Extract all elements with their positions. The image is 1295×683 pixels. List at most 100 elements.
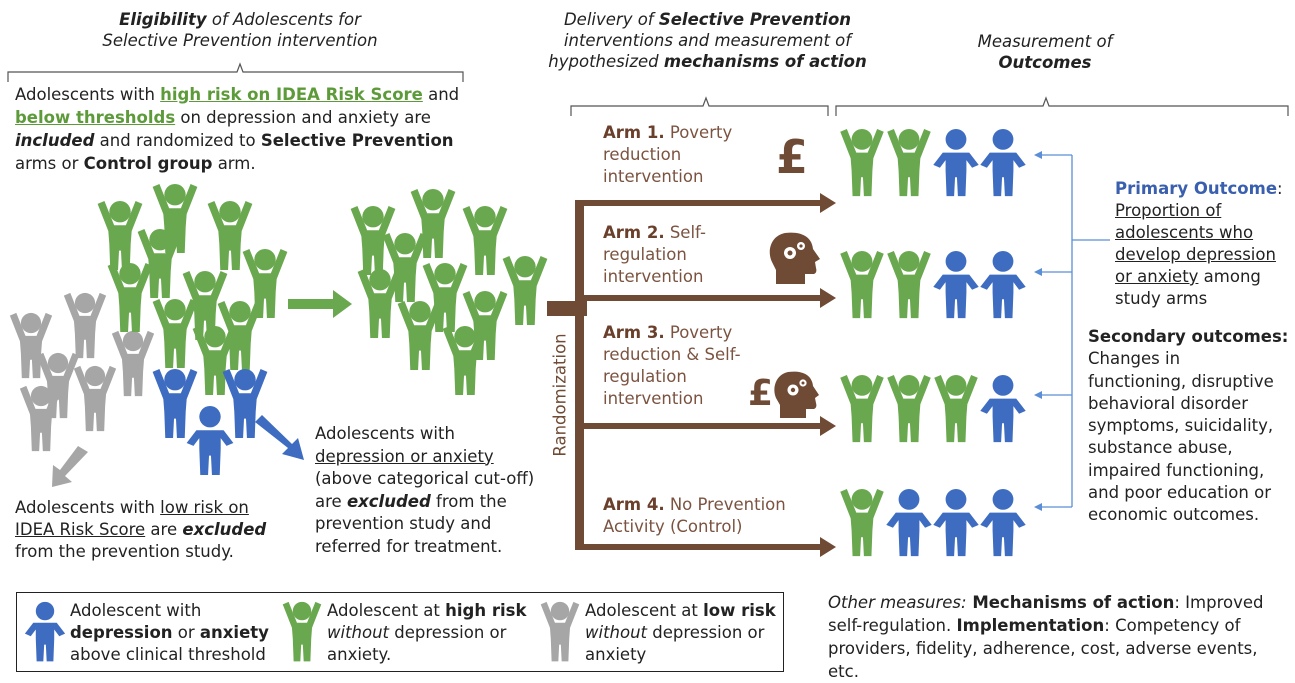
dep-t4: are xyxy=(315,491,347,511)
legend-gray-l1a: Adolescent at xyxy=(585,601,704,620)
arm-1-label: Arm 1. Poverty reduction intervention xyxy=(603,122,732,188)
outcome-person-arm2-high-risk xyxy=(887,250,931,319)
low-risk-t6: from the prevention study. xyxy=(15,542,234,561)
legend-gray-low-risk: low risk xyxy=(703,601,776,620)
secondary-line: economic outcomes. xyxy=(1088,505,1260,525)
randomization-label: Randomization xyxy=(550,333,570,457)
outcome-person-arm4-depressed xyxy=(980,488,1026,557)
primary-l4: or anxiety xyxy=(1115,267,1199,286)
other-mechanisms: Mechanisms of action xyxy=(966,593,1175,612)
secondary-line: functioning, disruptive xyxy=(1088,371,1274,391)
delivery-line3-bold: mechanisms of action xyxy=(663,52,867,71)
arm-2-l1: Self- xyxy=(664,223,706,242)
outcome-person-arm3-high-risk xyxy=(934,374,978,443)
inclusion-text: Adolescents with high risk on IDEA Risk … xyxy=(15,83,475,175)
secondary-title: Secondary outcomes: xyxy=(1088,327,1289,346)
other-t7: providers, fidelity, adherence, cost, ad… xyxy=(828,639,1258,681)
inclusion-t5: on depression and anxiety are xyxy=(175,108,431,127)
arm-4-l1: No Prevention xyxy=(664,495,786,514)
legend-gray-without: without xyxy=(585,623,648,642)
dep-t6: from the xyxy=(430,491,507,511)
include-arrow xyxy=(288,290,352,318)
outcome-person-arm3-depressed xyxy=(980,374,1026,443)
delivery-header: Delivery of Selective Prevention interve… xyxy=(535,9,880,72)
arm-2-l3: intervention xyxy=(603,267,704,286)
primary-colon: : xyxy=(1277,179,1283,198)
arm-3-l4: intervention xyxy=(603,389,704,408)
primary-l1: Proportion of xyxy=(1115,201,1222,220)
outcome-person-arm1-high-risk xyxy=(840,128,884,197)
legend-green-l3: anxiety. xyxy=(327,645,392,664)
secondary-line: symptoms, suicidality, xyxy=(1088,416,1274,436)
inclusion-selective-prevention: Selective Prevention xyxy=(260,131,454,150)
arm-2-l2: regulation xyxy=(603,245,687,264)
secondary-line: behavioral disorder xyxy=(1088,393,1249,413)
pound-small-icon: £ xyxy=(748,373,774,414)
arm-3-l3: regulation xyxy=(603,367,687,386)
inclusion-t3: and xyxy=(422,85,460,104)
outcome-people xyxy=(840,128,1026,557)
dep-t8: referred for treatment. xyxy=(315,536,503,556)
inclusion-control-group: Control group xyxy=(83,154,213,173)
head-gears-icon xyxy=(769,232,820,284)
depression-excluded-text: Adolescents with depression or anxiety (… xyxy=(315,423,555,558)
legend-green-l1a: Adolescent at xyxy=(327,601,446,620)
dep-t1: Adolescents with xyxy=(315,424,455,443)
legend-blue-anxiety: anxiety xyxy=(199,623,269,642)
secondary-line: and poor education or xyxy=(1088,483,1271,503)
primary-outcome: Primary Outcome: Proportion of adolescen… xyxy=(1115,178,1290,310)
inclusion-t11: arm. xyxy=(212,154,256,173)
arm-1-num: Arm 1. xyxy=(603,123,665,142)
dep-t3: (above categorical cut-off) xyxy=(315,469,535,488)
delivery-line2: interventions and measurement of xyxy=(563,31,852,50)
legend xyxy=(16,592,784,672)
outcome-person-arm1-depressed xyxy=(980,128,1026,197)
legend-blue-or: or xyxy=(172,623,200,642)
arm-3-l1: Poverty xyxy=(664,323,733,342)
randomization-tree xyxy=(547,193,836,557)
arm-4-label: Arm 4. No Prevention Activity (Control) xyxy=(603,494,786,538)
measurement-line2: Outcomes xyxy=(998,53,1092,72)
outcome-person-arm2-depressed xyxy=(933,250,979,319)
outcome-person-arm4-high-risk xyxy=(840,488,884,557)
low-risk-t1: Adolescents with xyxy=(15,498,161,517)
primary-l2: adolescents who xyxy=(1115,223,1254,242)
dep-excluded: excluded xyxy=(346,491,431,511)
arm-1-l3: intervention xyxy=(603,167,704,186)
depression-exclude-arrow xyxy=(255,415,304,460)
primary-l5: study arms xyxy=(1115,289,1208,308)
dep-t7: prevention study and xyxy=(315,514,492,533)
other-t3: : Improved xyxy=(1174,593,1264,612)
legend-gray-l2b: depression or xyxy=(647,623,765,642)
outcome-person-arm1-depressed xyxy=(933,128,979,197)
arm-3-l2: reduction & Self- xyxy=(603,345,741,364)
included-crowd xyxy=(350,188,548,396)
inclusion-high-risk: high risk on IDEA Risk Score xyxy=(160,85,423,104)
delivery-line1-pre: Delivery of xyxy=(563,10,659,29)
secondary-line: substance abuse, xyxy=(1088,438,1233,458)
primary-title: Primary Outcome xyxy=(1115,179,1278,198)
legend-blue-l3: above clinical threshold xyxy=(70,645,266,664)
eligibility-header-line2: Selective Prevention intervention xyxy=(102,31,378,50)
primary-l3: develop depression xyxy=(1115,245,1276,264)
pound-head-icon xyxy=(774,371,819,418)
arm-1-l2: reduction xyxy=(603,145,682,164)
other-t6: : Competency of xyxy=(1104,616,1241,635)
measurement-line1: Measurement of xyxy=(977,32,1113,51)
outcome-person-arm4-depressed xyxy=(933,488,979,557)
low-risk-t2: low risk on xyxy=(160,498,249,517)
other-measures: Other measures: Mechanisms of action: Im… xyxy=(828,591,1293,683)
eligibility-bracket xyxy=(7,62,464,82)
outcome-person-arm2-high-risk xyxy=(840,250,884,319)
arm-4-l2: Activity (Control) xyxy=(603,517,743,536)
legend-blue-depression: depression xyxy=(70,623,173,642)
secondary-line: Changes in xyxy=(1088,349,1181,369)
legend-green-l2b: depression or xyxy=(389,623,507,642)
outcome-person-arm2-depressed xyxy=(980,250,1026,319)
low-risk-excluded-text: Adolescents with low risk on IDEA Risk S… xyxy=(15,497,305,563)
inclusion-included: included xyxy=(15,131,95,150)
outcome-person-arm1-high-risk xyxy=(887,128,931,197)
dep-t2: depression or anxiety xyxy=(315,446,494,466)
primary-l4b: among xyxy=(1198,267,1261,286)
